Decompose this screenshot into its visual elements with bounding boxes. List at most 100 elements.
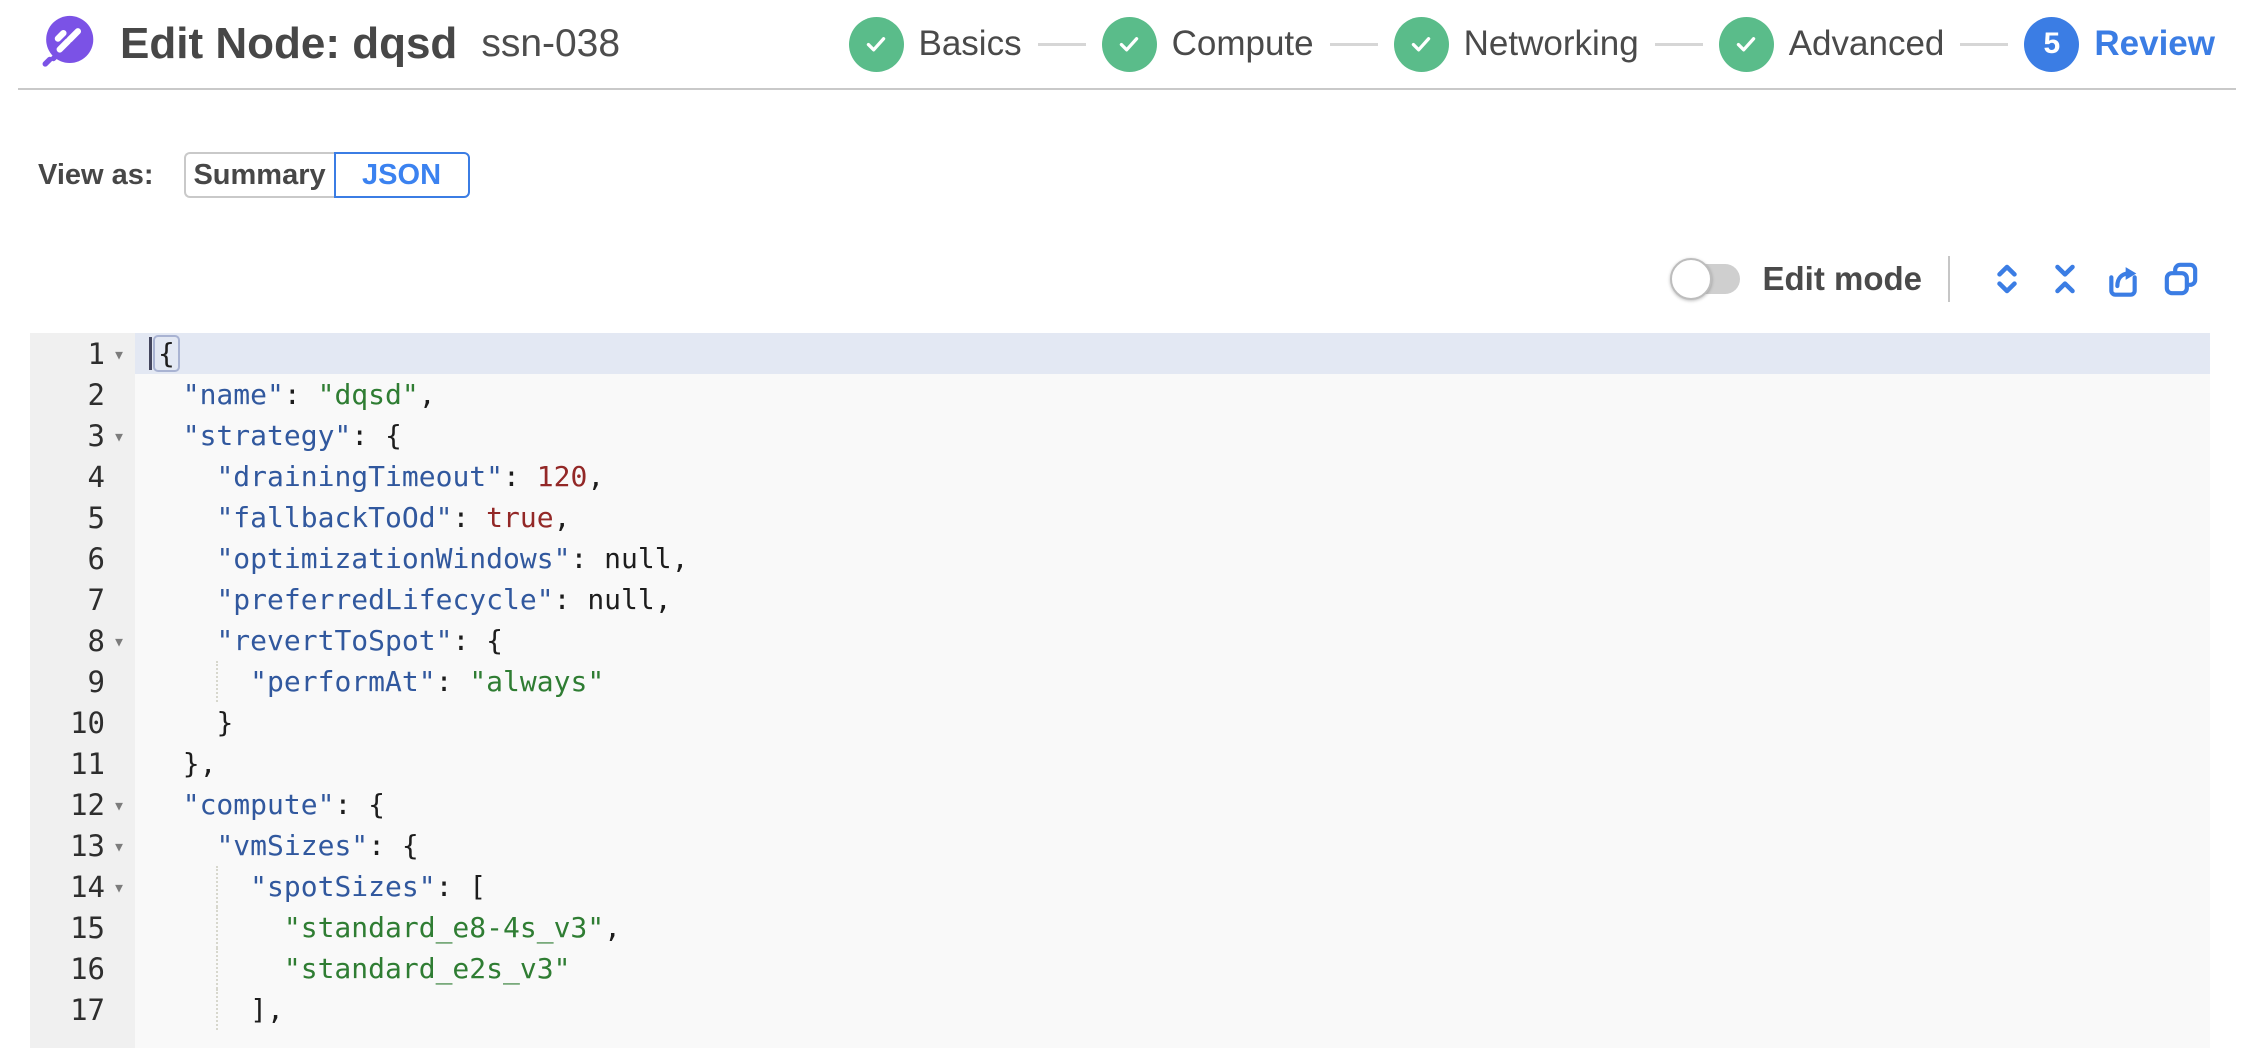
code-line[interactable]: 4 "drainingTimeout": 120,	[30, 456, 2210, 497]
token-string: "always"	[469, 665, 605, 698]
token-plain: ,	[671, 542, 689, 575]
token-plain: :	[570, 542, 605, 575]
code-line[interactable]: 5 "fallbackToOd": true,	[30, 497, 2210, 538]
token-key: "vmSizes"	[216, 829, 369, 862]
token-plain: {	[153, 335, 180, 372]
code-content: "spotSizes": [	[135, 866, 2210, 907]
fold-toggle-icon[interactable]: ▾	[112, 833, 126, 858]
token-plain: : [	[435, 870, 487, 903]
step-check-icon	[1101, 16, 1157, 72]
editor-filler	[30, 1030, 2210, 1048]
edit-mode-toggle[interactable]	[1670, 258, 1741, 300]
gutter-cell: 1▾	[30, 333, 135, 374]
token-key: "performAt"	[250, 665, 436, 698]
token-key: "preferredLifecycle"	[216, 583, 554, 616]
code-line[interactable]: 6 "optimizationWindows": null,	[30, 538, 2210, 579]
token-plain: : {	[452, 624, 504, 657]
code-content: "standard_e2s_v3"	[135, 948, 2210, 989]
step-check-icon	[1718, 16, 1774, 72]
wizard-step-compute[interactable]: Compute	[1101, 16, 1314, 72]
view-as-row: View as: Summary JSON	[38, 152, 2250, 198]
step-label: Networking	[1463, 24, 1639, 63]
token-string: "standard_e8-4s_v3"	[283, 911, 605, 944]
code-line[interactable]: 9 "performAt": "always"	[30, 661, 2210, 702]
toolbar-divider	[1948, 256, 1950, 302]
code-content: "preferredLifecycle": null,	[135, 579, 2210, 620]
code-line[interactable]: 3▾ "strategy": {	[30, 415, 2210, 456]
gutter-cell: 5	[30, 497, 135, 538]
line-number: 8	[87, 623, 105, 658]
edit-mode-label: Edit mode	[1762, 260, 1922, 297]
code-line[interactable]: 15 "standard_e8-4s_v3",	[30, 907, 2210, 948]
code-content: "name": "dqsd",	[135, 374, 2210, 415]
line-number: 5	[87, 500, 105, 535]
code-lines-container: 1▾ {2 "name": "dqsd",3▾ "strategy": {4 "d…	[30, 333, 2210, 1030]
token-string: "standard_e2s_v3"	[283, 952, 571, 985]
text-cursor	[149, 337, 152, 370]
view-as-label: View as:	[38, 158, 154, 191]
gutter-cell: 17	[30, 989, 135, 1030]
code-line[interactable]: 8▾ "revertToSpot": {	[30, 620, 2210, 661]
step-label: Basics	[918, 24, 1022, 63]
export-icon[interactable]	[2103, 259, 2143, 299]
code-line[interactable]: 12▾ "compute": {	[30, 784, 2210, 825]
view-as-json-button[interactable]: JSON	[333, 152, 470, 198]
gutter-cell: 4	[30, 456, 135, 497]
fold-toggle-icon[interactable]: ▾	[112, 874, 126, 899]
wizard-step-networking[interactable]: Networking	[1393, 16, 1639, 72]
copy-icon[interactable]	[2161, 259, 2201, 299]
token-plain: :	[452, 501, 487, 534]
code-line[interactable]: 13▾ "vmSizes": {	[30, 825, 2210, 866]
line-number: 17	[70, 992, 105, 1027]
line-number: 10	[70, 705, 105, 740]
gutter-cell: 6	[30, 538, 135, 579]
code-content: },	[135, 743, 2210, 784]
indent-guide	[216, 661, 219, 702]
gutter-cell: 14▾	[30, 866, 135, 907]
line-number: 11	[70, 746, 105, 781]
code-line[interactable]: 16 "standard_e2s_v3"	[30, 948, 2210, 989]
collapse-rows-icon[interactable]	[2045, 259, 2085, 299]
token-plain: }	[216, 706, 234, 739]
code-line[interactable]: 11 },	[30, 743, 2210, 784]
code-content: "drainingTimeout": 120,	[135, 456, 2210, 497]
token-plain: ,	[587, 460, 605, 493]
code-line[interactable]: 7 "preferredLifecycle": null,	[30, 579, 2210, 620]
wizard-step-basics[interactable]: Basics	[848, 16, 1022, 72]
code-line[interactable]: 17 ],	[30, 989, 2210, 1030]
step-label: Advanced	[1788, 24, 1945, 63]
code-line[interactable]: 2 "name": "dqsd",	[30, 374, 2210, 415]
gutter-cell: 12▾	[30, 784, 135, 825]
token-plain: :	[553, 583, 588, 616]
expand-rows-icon[interactable]	[1987, 259, 2027, 299]
fold-toggle-icon[interactable]: ▾	[112, 792, 126, 817]
token-plain: : {	[334, 788, 386, 821]
line-number: 13	[70, 828, 105, 863]
code-content: "performAt": "always"	[135, 661, 2210, 702]
view-as-summary-button[interactable]: Summary	[183, 152, 334, 198]
code-content: "fallbackToOd": true,	[135, 497, 2210, 538]
code-line[interactable]: 1▾ {	[30, 333, 2210, 374]
step-check-icon	[848, 16, 904, 72]
code-line[interactable]: 14▾ "spotSizes": [	[30, 866, 2210, 907]
gutter-cell: 2	[30, 374, 135, 415]
wizard-step-advanced[interactable]: Advanced	[1718, 16, 1945, 72]
token-string: "dqsd"	[317, 378, 419, 411]
gutter-filler	[30, 1030, 135, 1048]
token-number: 120	[536, 460, 588, 493]
json-editor: 1▾ {2 "name": "dqsd",3▾ "strategy": {4 "d…	[30, 333, 2210, 1048]
gutter-cell: 8▾	[30, 620, 135, 661]
toggle-knob	[1670, 258, 1713, 300]
indent-guide	[216, 948, 219, 989]
step-connector	[1654, 42, 1703, 46]
indent-guide	[216, 907, 219, 948]
fold-toggle-icon[interactable]: ▾	[112, 423, 126, 448]
line-number: 15	[70, 910, 105, 945]
line-number: 4	[87, 459, 105, 494]
fold-toggle-icon[interactable]: ▾	[112, 341, 126, 366]
editor-toolbar: Edit mode	[0, 256, 2210, 302]
code-line[interactable]: 10 }	[30, 702, 2210, 743]
fold-toggle-icon[interactable]: ▾	[112, 628, 126, 653]
